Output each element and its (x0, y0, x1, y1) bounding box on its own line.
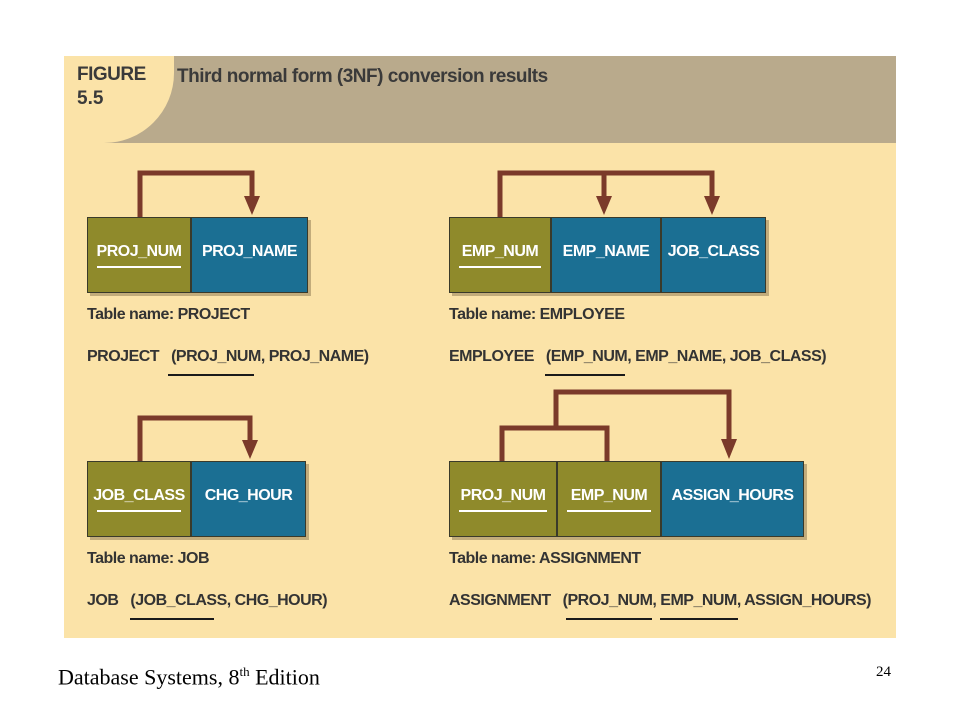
employee-schema: EMPLOYEE (EMP_NUM, EMP_NAME, JOB_CLASS) (449, 348, 827, 366)
schema-table-name: ASSIGNMENT (449, 592, 551, 609)
employee-attr-job-class: JOB_CLASS (661, 217, 766, 293)
assignment-key-underline-emp-num (567, 510, 651, 512)
figure-number: 5.5 (77, 88, 104, 109)
schema-rest: , CHG_HOUR (226, 592, 323, 609)
attr-label: JOB_CLASS (93, 487, 185, 504)
job-table-name: Table name: JOB (87, 550, 210, 567)
schema-rest: , PROJ_NAME (260, 348, 364, 365)
schema-rest: , ASSIGN_HOURS (736, 592, 867, 609)
schema-table-name: EMPLOYEE (449, 348, 534, 365)
footer-book-title: Database Systems, 8th Edition (58, 664, 320, 690)
assignment-key-underline-proj-num (459, 510, 547, 512)
assignment-attr-assign-hours: ASSIGN_HOURS (661, 461, 804, 537)
attr-label: PROJ_NUM (96, 243, 182, 260)
schema-close-paren: ) (821, 348, 827, 365)
employee-pk-underline (545, 374, 625, 376)
attr-label: EMP_NAME (562, 243, 650, 260)
schema-pk: EMP_NUM (550, 348, 628, 365)
attr-label: PROJ_NAME (201, 243, 298, 260)
schema-close-paren: ) (866, 592, 871, 609)
project-attr-proj-num: PROJ_NUM (87, 217, 191, 293)
project-schema: PROJECT (PROJ_NUM, PROJ_NAME) (87, 348, 369, 366)
schema-table-name: JOB (87, 592, 119, 609)
schema-pk: JOB_CLASS (135, 592, 227, 609)
figure-label: FIGURE (77, 64, 146, 85)
assignment-table-name: Table name: ASSIGNMENT (449, 550, 641, 567)
project-attr-proj-name: PROJ_NAME (191, 217, 308, 293)
job-attr-job-class: JOB_CLASS (87, 461, 191, 537)
attr-label: CHG_HOUR (204, 487, 293, 504)
job-pk-underline (130, 618, 214, 620)
page-number: 24 (876, 664, 891, 680)
schema-rest: , EMP_NAME, JOB_CLASS (627, 348, 822, 365)
schema-pk-proj-num: PROJ_NUM (567, 592, 653, 609)
project-pk-underline (168, 374, 254, 376)
schema-close-paren: ) (363, 348, 369, 365)
attr-label: PROJ_NUM (460, 487, 546, 504)
footer-edition-suffix: Edition (249, 664, 320, 690)
figure-panel: FIGURE 5.5 Third normal form (3NF) conve… (64, 56, 896, 638)
employee-table-name: Table name: EMPLOYEE (449, 306, 625, 323)
assignment-attr-emp-num: EMP_NUM (557, 461, 661, 537)
schema-separator: , (652, 592, 661, 609)
schema-pk: PROJ_NUM (175, 348, 261, 365)
assignment-pk-underline-emp-num (660, 618, 738, 620)
schema-pk-emp-num: EMP_NUM (660, 592, 737, 609)
assignment-attr-proj-num: PROJ_NUM (449, 461, 557, 537)
assignment-pk-underline-proj-num (566, 618, 652, 620)
schema-open-paren: ( (562, 592, 568, 609)
assignment-schema: ASSIGNMENT (PROJ_NUM, EMP_NUM, ASSIGN_HOU… (449, 592, 871, 610)
employee-attr-emp-num: EMP_NUM (449, 217, 551, 293)
footer-edition-sup: th (239, 664, 250, 679)
attr-label: ASSIGN_HOURS (671, 487, 794, 504)
schema-open-paren: ( (130, 592, 136, 609)
job-schema: JOB (JOB_CLASS, CHG_HOUR) (87, 592, 328, 610)
attr-label: EMP_NUM (570, 487, 648, 504)
attr-label: EMP_NUM (461, 243, 539, 260)
schema-close-paren: ) (322, 592, 328, 609)
schema-open-paren: ( (171, 348, 176, 365)
project-table-name: Table name: PROJECT (87, 306, 250, 323)
employee-key-underline (459, 266, 541, 268)
figure-title: Third normal form (3NF) conversion resul… (177, 66, 548, 87)
employee-attr-emp-name: EMP_NAME (551, 217, 661, 293)
figure-header: FIGURE 5.5 Third normal form (3NF) conve… (64, 56, 896, 143)
job-attr-chg-hour: CHG_HOUR (191, 461, 306, 537)
project-key-underline (97, 266, 181, 268)
schema-table-name: PROJECT (87, 348, 160, 365)
footer-book-prefix: Database Systems, 8 (58, 664, 240, 690)
job-key-underline (97, 510, 181, 512)
attr-label: JOB_CLASS (667, 243, 760, 260)
schema-open-paren: ( (545, 348, 551, 365)
